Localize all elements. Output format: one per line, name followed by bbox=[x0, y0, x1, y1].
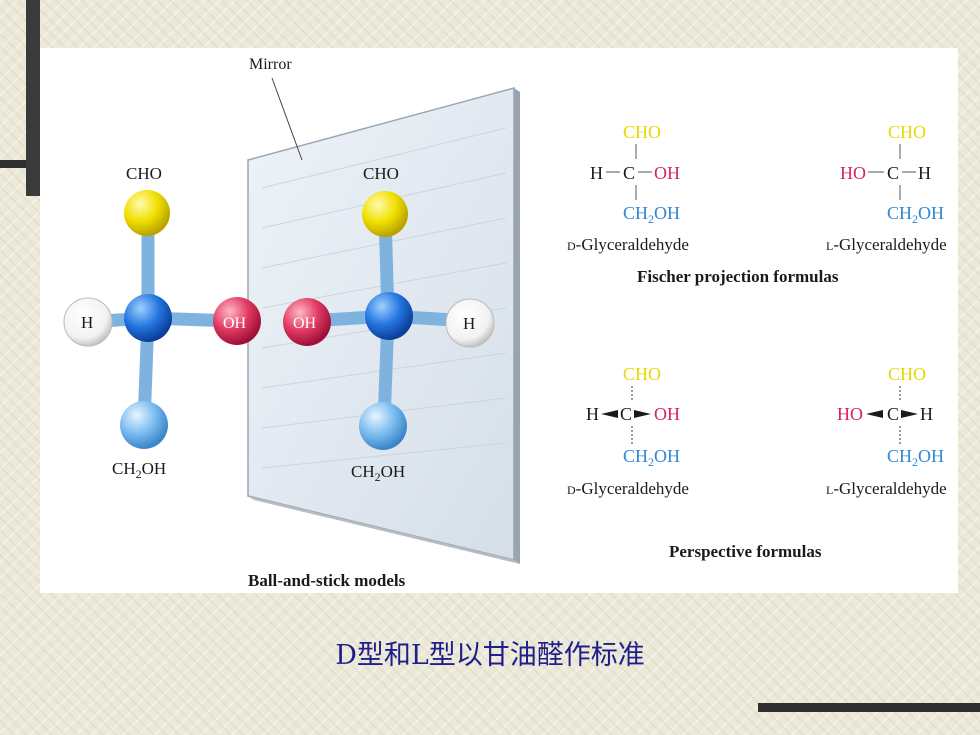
svg-text:H: H bbox=[586, 404, 599, 424]
fischer-l-glyceraldehyde: CHO HO C H CH2OH L-Glyceraldehyde bbox=[826, 122, 947, 254]
ch2oh-atom bbox=[359, 402, 407, 450]
chirality-diagram: Mirror CHO H OH CH2OH CHO OH bbox=[63, 56, 947, 590]
svg-text:L-Glyceraldehyde: L-Glyceraldehyde bbox=[826, 235, 947, 254]
ch2oh-label: CH2OH bbox=[351, 462, 405, 484]
svg-text:D-Glyceraldehyde: D-Glyceraldehyde bbox=[567, 235, 689, 254]
svg-text:H: H bbox=[590, 163, 603, 183]
carbon-atom bbox=[124, 294, 172, 342]
oh-label: OH bbox=[293, 315, 317, 332]
svg-text:H: H bbox=[920, 404, 933, 424]
h-label: H bbox=[81, 313, 93, 332]
h-atom bbox=[445, 298, 495, 348]
svg-text:OH: OH bbox=[654, 163, 680, 183]
svg-text:H: H bbox=[918, 163, 931, 183]
svg-text:CHO: CHO bbox=[623, 122, 661, 142]
perspective-l-glyceraldehyde: CHO HO C H CH2OH L-Glyceraldehyde bbox=[826, 364, 947, 498]
svg-text:CH2OH: CH2OH bbox=[887, 446, 944, 469]
cho-atom bbox=[124, 190, 170, 236]
perspective-title: Perspective formulas bbox=[669, 542, 822, 561]
h-label: H bbox=[463, 314, 475, 333]
svg-text:C: C bbox=[620, 404, 632, 424]
decor-bar-vertical bbox=[26, 0, 40, 196]
svg-text:C: C bbox=[887, 404, 899, 424]
ball-stick-caption: Ball-and-stick models bbox=[248, 571, 406, 590]
svg-text:D-Glyceraldehyde: D-Glyceraldehyde bbox=[567, 479, 689, 498]
mirror-pointer bbox=[271, 77, 303, 161]
slide-caption: D型和L型以甘油醛作标准 bbox=[335, 640, 645, 671]
svg-text:L-Glyceraldehyde: L-Glyceraldehyde bbox=[826, 479, 947, 498]
ch2oh-atom bbox=[120, 401, 168, 449]
svg-text:CHO: CHO bbox=[888, 122, 926, 142]
ch2oh-label: CH2OH bbox=[112, 459, 166, 481]
svg-text:HO: HO bbox=[837, 404, 863, 424]
mirror-label: Mirror bbox=[249, 56, 292, 73]
oh-atom bbox=[213, 297, 261, 345]
oh-atom bbox=[283, 298, 331, 346]
h-atom bbox=[63, 297, 113, 347]
cho-atom bbox=[362, 191, 408, 237]
svg-text:HO: HO bbox=[840, 163, 866, 183]
svg-text:CH2OH: CH2OH bbox=[623, 446, 680, 469]
cho-label: CHO bbox=[126, 164, 162, 183]
fischer-title: Fischer projection formulas bbox=[637, 267, 839, 286]
svg-text:C: C bbox=[623, 163, 635, 183]
cho-label: CHO bbox=[363, 164, 399, 183]
fischer-d-glyceraldehyde: CHO H C OH CH2OH D-Glyceraldehyde bbox=[567, 122, 689, 254]
oh-label: OH bbox=[223, 315, 247, 332]
svg-text:CH2OH: CH2OH bbox=[623, 203, 680, 226]
carbon-atom bbox=[365, 292, 413, 340]
perspective-d-glyceraldehyde: CHO H C OH CH2OH D-Glyceraldehyde bbox=[567, 364, 689, 498]
right-ball-stick-model: CHO OH H CH2OH bbox=[283, 164, 495, 484]
svg-text:CHO: CHO bbox=[623, 364, 661, 384]
svg-text:OH: OH bbox=[654, 404, 680, 424]
svg-text:CHO: CHO bbox=[888, 364, 926, 384]
decor-bar-bottom-right bbox=[758, 703, 980, 712]
svg-text:C: C bbox=[887, 163, 899, 183]
figure-panel: Mirror CHO H OH CH2OH CHO OH bbox=[40, 48, 958, 593]
left-ball-stick-model: CHO H OH CH2OH bbox=[63, 164, 261, 481]
svg-text:CH2OH: CH2OH bbox=[887, 203, 944, 226]
